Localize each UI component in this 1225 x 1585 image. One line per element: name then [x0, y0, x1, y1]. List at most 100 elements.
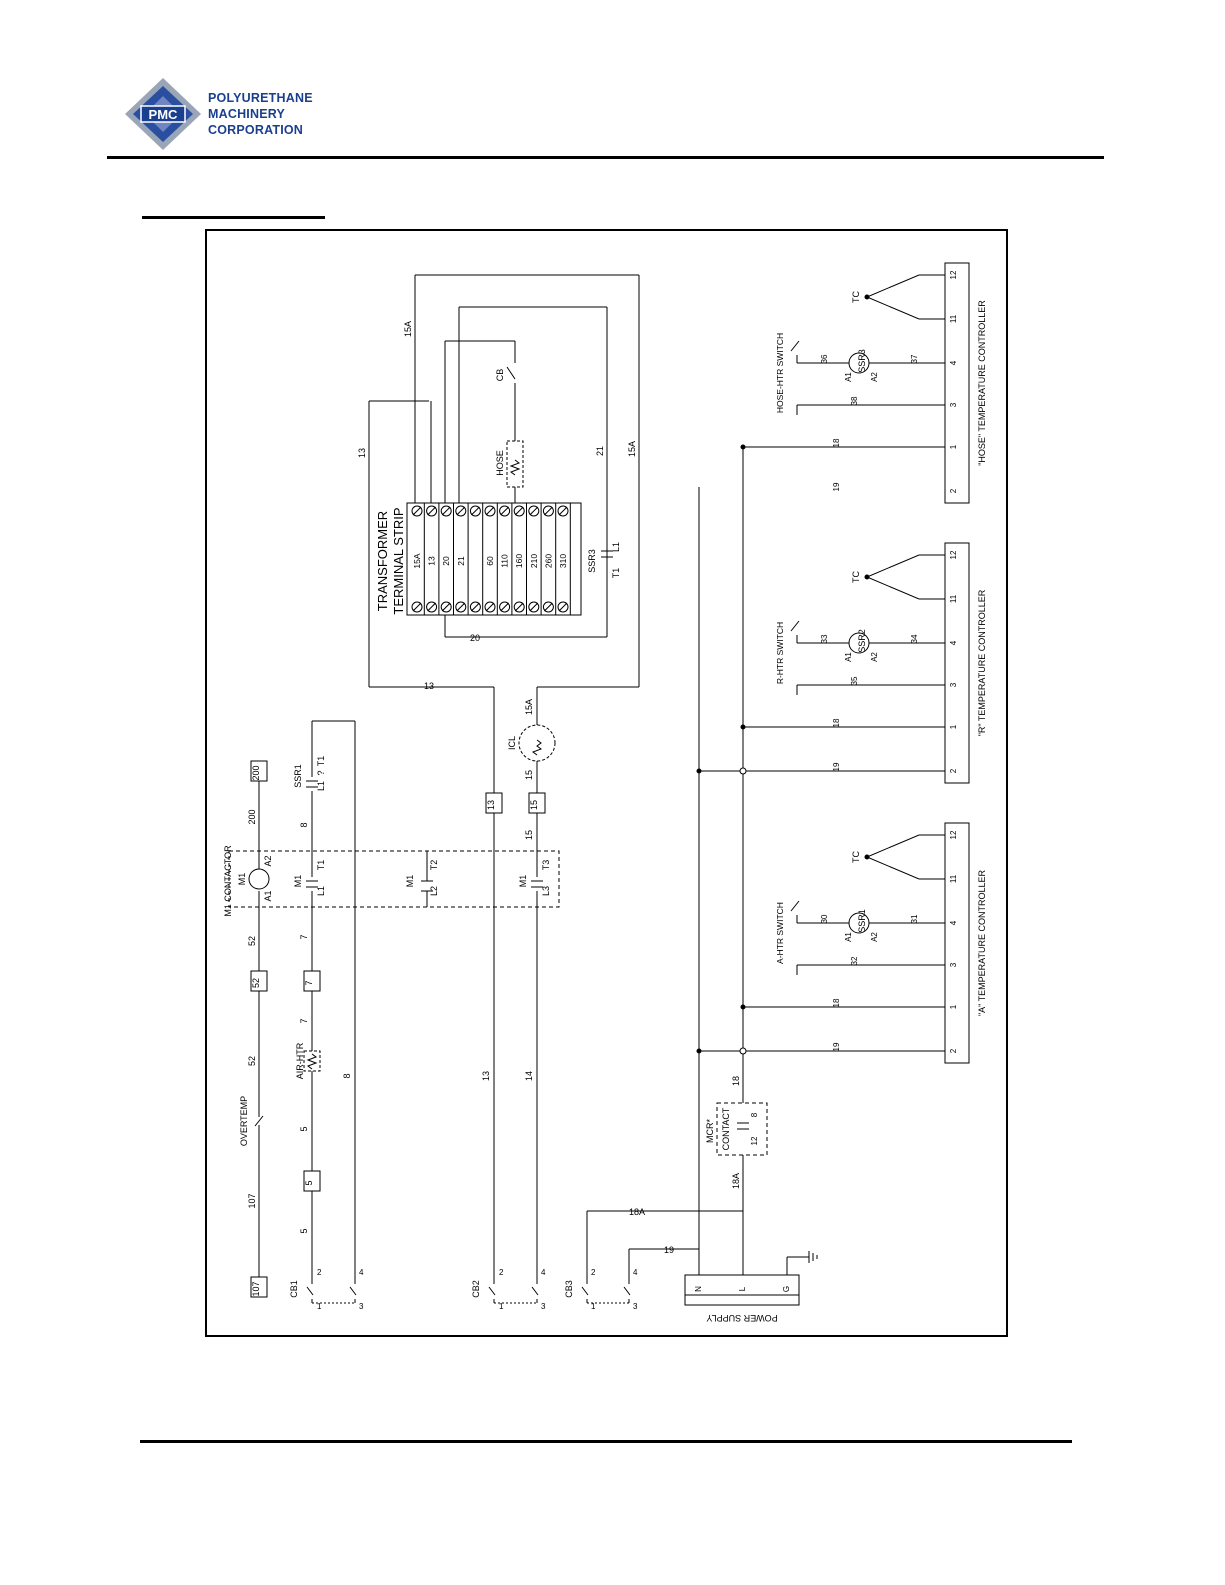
strip-screw-slot: [485, 602, 495, 612]
strip-screw-slot: [485, 506, 495, 516]
strip-screw-slot: [441, 506, 451, 516]
ssr3-t1: T1: [611, 568, 621, 579]
tc-pin-2: 2: [949, 1048, 958, 1053]
m1-l2-pin: L2: [429, 886, 439, 896]
cb3-label: CB3: [564, 1280, 574, 1298]
overtemp-label: OVERTEMP: [239, 1096, 249, 1146]
mcr-contact: [716, 1102, 768, 1156]
ssr1-q: ?: [316, 770, 326, 775]
strip-terminal-label: 60: [485, 556, 495, 566]
m1-coil: [248, 868, 270, 890]
coil-circuit: [248, 760, 270, 1298]
strip-terminal-label: 310: [558, 554, 568, 568]
air-heater-circuit: [303, 720, 356, 1276]
wire-20: 20: [470, 633, 480, 643]
cb2-pin2: 2: [499, 1268, 504, 1277]
cb1-pin3: 3: [359, 1302, 364, 1311]
icl-thermistor: [518, 724, 556, 762]
cb3-pin2: 2: [591, 1268, 596, 1277]
strip-screw-top: [440, 505, 452, 517]
mcr-pin-8: 8: [750, 1112, 759, 1117]
tc-pin-3: 3: [949, 962, 958, 967]
tc-text: TC: [851, 851, 861, 863]
crossover-18: [739, 767, 747, 775]
strip-terminal-label: 260: [543, 554, 553, 568]
wire-33: 33: [820, 634, 829, 643]
company-line-2: MACHINERY: [208, 107, 286, 121]
strip-screw-slot: [427, 506, 436, 516]
strip-screw-bottom: [557, 601, 569, 613]
strip-screw-bottom: [528, 601, 540, 613]
wire-8: 8: [299, 822, 309, 827]
wire-8b: 8: [342, 1073, 352, 1078]
strip-screw-slot: [514, 602, 524, 612]
tc-label: "HOSE" TEMPERATURE CONTROLLER: [977, 300, 987, 466]
ssr-a2: A2: [870, 372, 879, 382]
strip-screw-top: [513, 505, 525, 517]
strip-terminal-label: 160: [514, 554, 524, 568]
transformer-label-1: TRANSFORMER: [375, 511, 390, 611]
strip-screw-slot: [558, 602, 568, 612]
cb1-pin4: 4: [359, 1268, 364, 1277]
ssr3-strip-label: SSR3: [587, 549, 597, 573]
wire-30: 30: [820, 914, 829, 923]
wire-18: 18: [832, 438, 841, 447]
wire-18a-ps: 18A: [629, 1207, 645, 1217]
strip-screw-top: [484, 505, 496, 517]
cb3-pin4: 4: [633, 1268, 638, 1277]
mcr-label-1: MCR*: [705, 1119, 715, 1143]
strip-screw-slot: [427, 602, 436, 612]
tc-junction: [864, 294, 870, 300]
m1-l3-pin: L3: [541, 886, 551, 896]
wire-18: 18: [731, 1076, 741, 1086]
junction-18: [740, 724, 746, 730]
wire-5b: 5: [299, 1126, 309, 1131]
strip-screw-bottom: [469, 601, 481, 613]
strip-screw-top: [542, 505, 554, 517]
hose-label: HOSE: [495, 450, 505, 476]
strip-screw-bottom: [440, 601, 452, 613]
wire-7b: 7: [299, 934, 309, 939]
cb2-pin3: 3: [541, 1302, 546, 1311]
m1-contactor-label: M1 CONTACTOR: [223, 845, 233, 917]
ssr-a1: A1: [844, 372, 853, 382]
strip-screw-bottom: [484, 601, 496, 613]
wire-15a-right: 15A: [627, 441, 637, 457]
m1-l3-label: M1: [518, 875, 528, 888]
pmc-emblem: PMC: [125, 78, 201, 150]
tc-pin-2: 2: [949, 488, 958, 493]
cb-label: CB: [495, 369, 505, 382]
label-7-box: 7: [304, 980, 314, 985]
strip-screw-slot: [456, 602, 466, 612]
strip-screw-slot: [471, 506, 480, 516]
m1-t2-pin: T2: [429, 860, 439, 871]
m1-l1-label: M1: [293, 875, 303, 888]
htr-switch-label: R-HTR SWITCH: [775, 622, 785, 684]
strip-terminal-label: 110: [500, 554, 510, 568]
ssr1-label: SSR1: [293, 764, 303, 788]
company-name: POLYURETHANE MACHINERY CORPORATION: [208, 90, 313, 138]
coil-a1: A1: [263, 890, 273, 901]
strip-terminal-label: 21: [456, 556, 466, 566]
m1-l2-label: M1: [405, 875, 415, 888]
strip-screw-slot: [544, 506, 553, 516]
tc-label: "A" TEMPERATURE CONTROLLER: [977, 869, 987, 1016]
mcr-pin-12: 12: [750, 1136, 759, 1145]
strip-screw-slot: [558, 506, 568, 516]
strip-terminal-label: 13: [427, 556, 437, 566]
wire-107: 107: [247, 1193, 257, 1208]
crossover-18: [739, 1047, 747, 1055]
htr-switch-label: A-HTR SWITCH: [775, 902, 785, 964]
tc-pin-12: 12: [949, 270, 958, 279]
cb1-label: CB1: [289, 1280, 299, 1298]
htr-switch-label: HOSE-HTR SWITCH: [775, 333, 785, 413]
cb3-pin1: 1: [591, 1302, 596, 1311]
tc-pin-11: 11: [949, 314, 958, 323]
strip-screw-slot: [500, 602, 509, 612]
wire-19-label: 19: [832, 482, 841, 491]
m1-l1-pin: L1: [316, 886, 326, 896]
wire-19: 19: [832, 762, 841, 771]
wire-35: 35: [850, 676, 859, 685]
